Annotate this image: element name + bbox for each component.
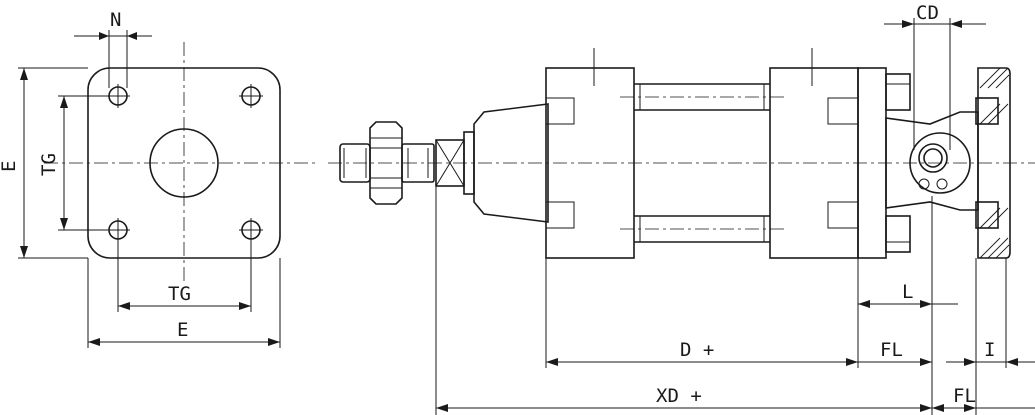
- dimension-d: D +: [545, 258, 859, 368]
- rear-bolts: [885, 73, 911, 253]
- rod-thread-rear: [401, 143, 435, 183]
- dimension-fl-lower: FL: [932, 385, 1035, 412]
- dimension-l: L: [857, 196, 958, 312]
- counter-bracket: [975, 67, 1011, 259]
- side-view: CD L D + FL: [328, 2, 1035, 415]
- dimension-tg-vertical: TG: [38, 95, 110, 231]
- dimension-label-e-horizontal: E: [177, 319, 188, 341]
- clevis-eye: [885, 111, 979, 211]
- front-cover: [545, 48, 635, 259]
- dimension-i: I: [946, 258, 1035, 415]
- dimension-label-tg-vertical: TG: [38, 153, 60, 176]
- dimension-label-tg-horizontal: TG: [168, 283, 191, 305]
- dimension-label-l: L: [902, 281, 913, 303]
- end-view: N E TG TG: [0, 9, 316, 348]
- dimension-label-n: N: [110, 9, 121, 31]
- dimension-label-xd: XD +: [656, 385, 702, 407]
- dimension-cd: CD: [884, 2, 986, 150]
- dimension-e-horizontal: E: [87, 258, 281, 348]
- dimension-e-vertical: E: [0, 67, 88, 259]
- tie-rods: [620, 83, 784, 243]
- rod-nut: [369, 121, 403, 205]
- dimension-label-d: D +: [680, 339, 714, 361]
- dimension-xd: XD +: [435, 186, 932, 415]
- dimension-label-fl-lower: FL: [953, 385, 976, 407]
- dimension-n: N: [74, 9, 152, 88]
- front-bearing-cap: [473, 103, 549, 223]
- dimension-label-i: I: [984, 339, 995, 361]
- center-bore: [149, 128, 219, 198]
- dimension-fl-upper: FL: [858, 312, 933, 415]
- dimension-tg-horizontal: TG: [117, 240, 252, 312]
- rear-cover: [769, 48, 859, 259]
- dimension-label-e-vertical: E: [0, 161, 20, 172]
- dimension-label-fl-upper: FL: [880, 339, 903, 361]
- dimension-label-cd: CD: [916, 2, 939, 24]
